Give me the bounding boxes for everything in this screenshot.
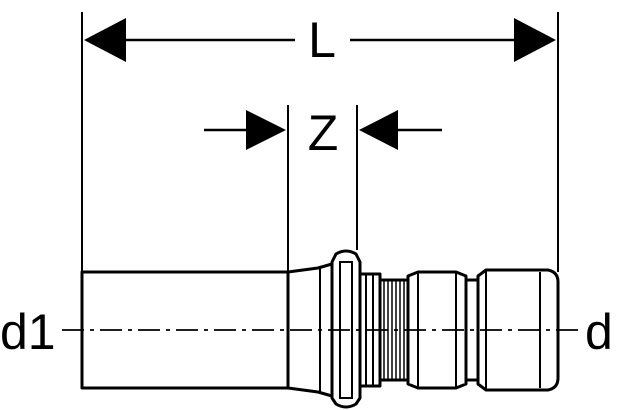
dimension-z: Z	[204, 105, 442, 161]
arrowhead-l-left	[84, 18, 126, 62]
arrowhead-l-right	[514, 18, 556, 62]
label-diameter-left: d1	[0, 304, 56, 360]
label-length: L	[308, 12, 336, 68]
fitting-part	[80, 249, 560, 409]
arrowhead-z-right	[359, 110, 398, 150]
label-insertion-depth: Z	[308, 105, 339, 161]
label-diameter-right: d	[585, 304, 613, 360]
collar	[330, 249, 362, 409]
collar-inner	[339, 261, 353, 399]
o-ring-section	[406, 270, 468, 390]
dimension-l: L	[84, 12, 556, 68]
arrowhead-z-left	[246, 110, 286, 150]
